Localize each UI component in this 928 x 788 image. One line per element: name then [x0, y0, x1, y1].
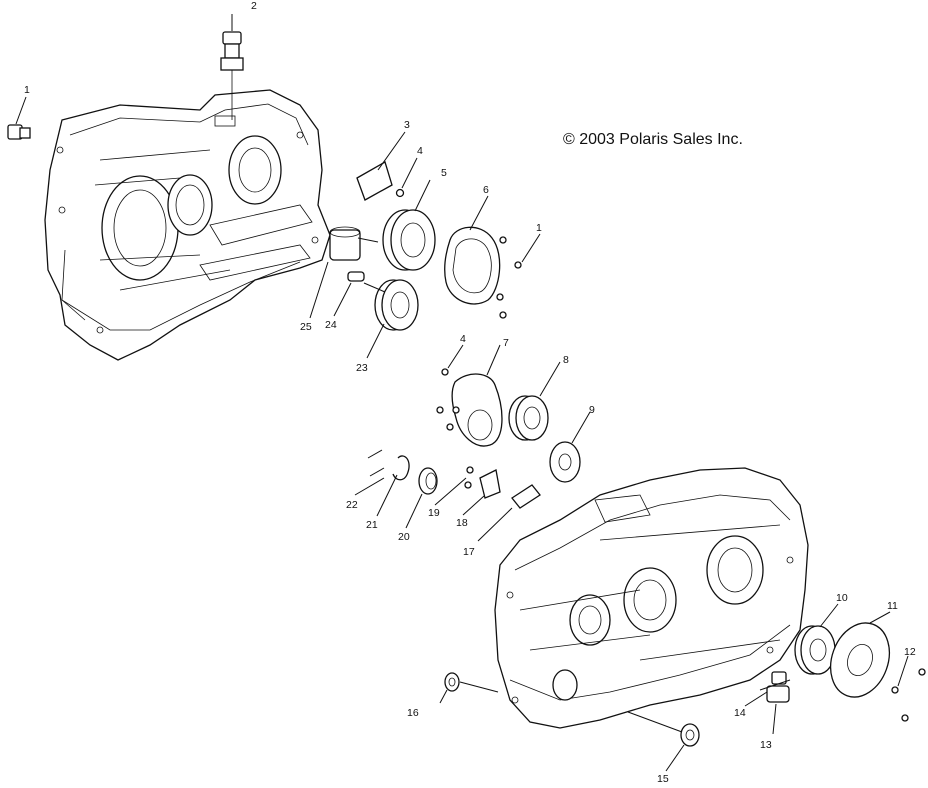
part-13-fitting: [766, 671, 790, 703]
callout-6: 6: [483, 184, 489, 196]
part-11-plate: [830, 622, 890, 698]
left-crankcase-half: [44, 89, 331, 361]
part-15-seal: [680, 723, 700, 747]
part-25-sleeve: [329, 226, 361, 261]
callout-10: 10: [836, 592, 848, 604]
part-20-seal: [418, 467, 438, 495]
callout-2: 2: [251, 0, 257, 12]
callout-18: 18: [456, 517, 468, 529]
right-crankcase-half: [494, 467, 809, 729]
callout-labels: 1 2 3 4 5 6 1 25 24 23 4 7 8 9 22 21 20 …: [24, 0, 916, 785]
part-12-screws: [891, 668, 926, 722]
callout-25: 25: [300, 321, 312, 333]
copyright-notice: © 2003 Polaris Sales Inc.: [563, 131, 743, 148]
part-16-seal: [444, 672, 460, 692]
callout-16: 16: [407, 707, 419, 719]
part-10-seal: [794, 625, 836, 675]
callout-1: 1: [24, 84, 30, 96]
callout-17: 17: [463, 546, 475, 558]
callout-19: 19: [428, 507, 440, 519]
part-21-clip: [392, 455, 410, 481]
part-22-screws: [367, 449, 385, 477]
callout-9: 9: [589, 404, 595, 416]
callout-8: 8: [563, 354, 569, 366]
part-1-fitting-left: [7, 124, 31, 140]
part-19-screws: [464, 466, 474, 489]
part-6-retainer-plate: [444, 226, 522, 319]
callout-4: 4: [417, 145, 423, 157]
part-7-retainer-plate: [436, 368, 503, 447]
part-8-bearing: [508, 395, 549, 441]
callout-1-right: 1: [536, 222, 542, 234]
callout-3: 3: [404, 119, 410, 131]
part-5-bearing: [382, 209, 436, 271]
callout-24: 24: [325, 319, 337, 331]
callout-22: 22: [346, 499, 358, 511]
part-18-bracket: [479, 469, 501, 499]
callout-5: 5: [441, 167, 447, 179]
part-2-breather: [220, 31, 244, 120]
part-23-bearing: [374, 279, 419, 331]
part-4-bolt: [395, 188, 405, 198]
callout-14: 14: [734, 707, 746, 719]
leader-lines: [15, 14, 909, 772]
callout-11: 11: [887, 600, 898, 612]
part-17-gasket: [511, 484, 541, 509]
callout-12: 12: [904, 646, 916, 658]
callout-7: 7: [503, 337, 509, 349]
callout-20: 20: [398, 531, 410, 543]
callout-23: 23: [356, 362, 368, 374]
part-3-gasket: [356, 161, 393, 201]
callout-21: 21: [366, 519, 378, 531]
callout-4-lower: 4: [460, 333, 466, 345]
part-24-dowel-pin: [347, 271, 365, 282]
callout-15: 15: [657, 773, 669, 783]
callout-13: 13: [760, 739, 772, 751]
part-9-seal: [549, 441, 581, 483]
